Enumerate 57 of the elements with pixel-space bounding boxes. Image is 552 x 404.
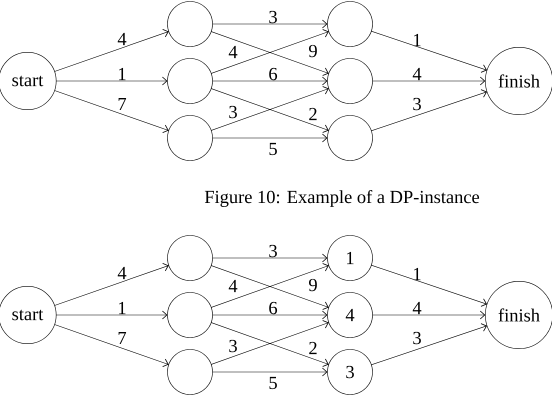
arrow — [371, 89, 488, 132]
edge-label: 5 — [269, 376, 277, 390]
edge-label: 1 — [414, 268, 420, 280]
circle-node: 4 — [327, 292, 373, 338]
edge-label: 4 — [412, 68, 422, 80]
edge-label: 2 — [309, 108, 317, 120]
circle-node — [327, 1, 373, 47]
arrow — [56, 310, 168, 320]
arrow — [212, 254, 328, 262]
arrow — [371, 30, 488, 73]
edge-label: 4 — [412, 302, 422, 314]
circle-node — [167, 1, 213, 47]
circle-node — [167, 349, 213, 395]
arrow — [212, 76, 328, 86]
edge-label: 4 — [118, 32, 126, 46]
arrow — [54, 262, 169, 306]
circle-node — [167, 115, 213, 161]
arrow — [372, 76, 486, 86]
circle-node — [167, 58, 213, 104]
edge-label: 7 — [118, 98, 126, 110]
circle-node — [167, 292, 213, 338]
edge-label: 3 — [269, 10, 277, 24]
edge-label: 5 — [269, 142, 277, 156]
edge-label: 3 — [413, 332, 421, 344]
edge-label: 3 — [413, 98, 421, 110]
edge-label: 4 — [118, 266, 126, 280]
arrow — [54, 324, 169, 368]
circle-node — [327, 115, 373, 161]
edge-label: 4 — [228, 46, 238, 58]
arrow — [54, 28, 169, 72]
circle-node — [167, 235, 213, 281]
edge-label: 2 — [309, 342, 317, 354]
circle-node: 3 — [327, 349, 373, 395]
edge-label: 6 — [269, 302, 278, 314]
edge-label: 6 — [269, 68, 278, 80]
edge-label: 3 — [269, 244, 277, 258]
arrow — [212, 368, 328, 376]
edge-label: 4 — [228, 280, 238, 292]
arrow — [371, 264, 488, 307]
edge-label: 3 — [229, 106, 237, 118]
arrow — [212, 310, 328, 320]
arrow — [56, 76, 168, 86]
edge-label: 1 — [119, 68, 126, 80]
arrow — [212, 134, 328, 142]
circle-node — [327, 58, 373, 104]
figure-caption: Figure 10: Example of a DP-instance — [204, 190, 480, 207]
arrow — [371, 323, 488, 366]
edge-label: 1 — [414, 34, 420, 46]
arrow — [372, 310, 486, 320]
arrow — [54, 90, 169, 134]
edge-label: 1 — [119, 302, 126, 314]
edge-label: 7 — [118, 332, 126, 344]
edge-label: 3 — [229, 340, 237, 352]
arrow — [212, 20, 328, 28]
edge-label: 9 — [309, 44, 317, 58]
circle-node: 1 — [327, 235, 373, 281]
edge-label: 9 — [309, 278, 317, 292]
